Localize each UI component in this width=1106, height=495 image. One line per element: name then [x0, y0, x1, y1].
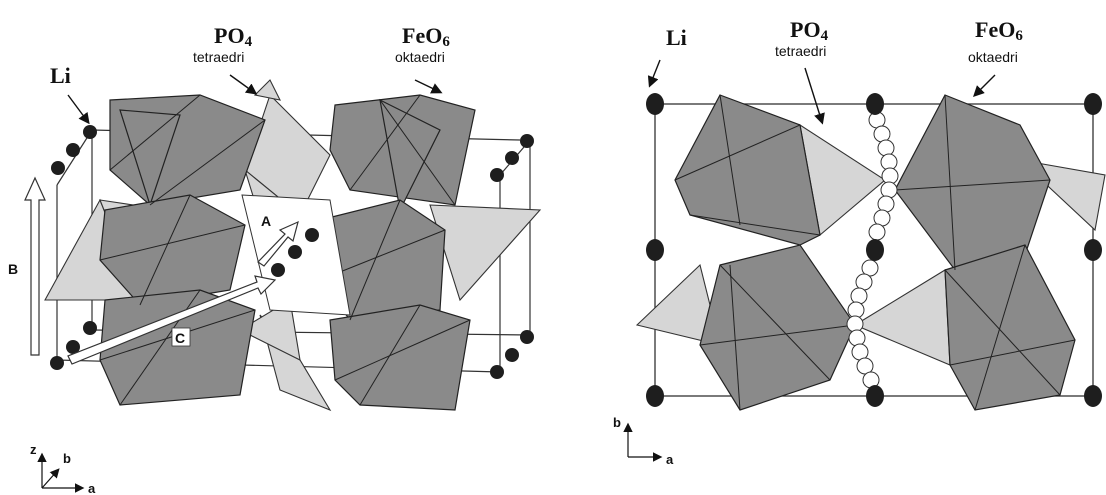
- axis-b-label: b: [63, 451, 71, 466]
- feo6-octahedron: [379, 98, 441, 212]
- li-atom: [271, 263, 285, 277]
- li-atom: [505, 151, 519, 165]
- li-atom: [50, 356, 64, 370]
- svg-text:FeO6: FeO6: [402, 23, 450, 50]
- feo6-octahedron: [894, 94, 1051, 271]
- svg-text:FeO6: FeO6: [975, 17, 1023, 44]
- arrow-a-label: A: [261, 213, 271, 229]
- left-panel: Li PO4 tetraedri FeO6 oktaedri B A C z b…: [8, 23, 542, 495]
- right-panel: Li PO4 tetraedri FeO6 oktaedri b a: [613, 17, 1106, 467]
- svg-text:PO4: PO4: [790, 17, 829, 44]
- li-atom: [51, 161, 65, 175]
- li-atom: [646, 93, 664, 115]
- arrow-b-label: B: [8, 261, 18, 277]
- li-atom: [866, 385, 884, 407]
- feo6-formula: FeO: [975, 17, 1015, 42]
- li-atom: [305, 228, 319, 242]
- svg-text:PO4: PO4: [214, 23, 253, 50]
- left-leader-arrows: [67, 74, 443, 125]
- arrow-c-label-box: [171, 327, 191, 347]
- feo6-octahedron: [119, 109, 181, 207]
- po4-subscript: 4: [821, 28, 829, 44]
- right-octahedra-edges: [674, 94, 1076, 411]
- right-tetrahedra: [635, 123, 1106, 366]
- feo6-octahedron: [944, 244, 1076, 411]
- li-label: Li: [666, 25, 687, 50]
- li-label: Li: [50, 63, 71, 88]
- arrow-b: [24, 176, 46, 356]
- po4-tetrahedron: [429, 204, 542, 302]
- left-octahedra-edges: [99, 94, 471, 406]
- li-atom: [505, 348, 519, 362]
- li-atom: [490, 365, 504, 379]
- arrow-a-label-box: [259, 212, 275, 228]
- axis-b-label: b: [613, 415, 621, 430]
- feo6-octahedron: [99, 289, 256, 406]
- li-atom: [866, 93, 884, 115]
- axis-z-label: z: [30, 442, 37, 457]
- li-atom: [646, 239, 664, 261]
- right-li-atoms: [646, 93, 1102, 407]
- li-atom: [83, 125, 97, 139]
- li-atom: [83, 321, 97, 335]
- po4-name-label: tetraedri: [775, 43, 826, 59]
- po4-tetrahedron: [238, 299, 301, 361]
- left-li-atoms: [50, 125, 534, 379]
- po4-formula: PO: [214, 23, 245, 48]
- right-leader-arrows: [647, 59, 996, 125]
- feo6-name-label: oktaedri: [968, 49, 1018, 65]
- feo6-octahedron: [329, 304, 471, 411]
- li-atom: [66, 340, 80, 354]
- li-atom: [1084, 239, 1102, 261]
- left-octahedra: [99, 94, 476, 411]
- li-atom: [520, 330, 534, 344]
- feo6-subscript: 6: [442, 34, 450, 50]
- feo6-subscript: 6: [1015, 28, 1023, 44]
- po4-tetrahedron: [253, 79, 281, 101]
- arrow-c-label: C: [175, 330, 185, 346]
- li-atom: [490, 168, 504, 182]
- feo6-formula: FeO: [402, 23, 442, 48]
- axis-a-label: a: [88, 481, 96, 495]
- li-atom: [866, 239, 884, 261]
- li-atom: [646, 385, 664, 407]
- li-atom: [1084, 93, 1102, 115]
- axis-a-label: a: [666, 452, 674, 467]
- right-li-diffusion-path: [846, 111, 899, 389]
- li-atom: [288, 245, 302, 259]
- feo6-name-label: oktaedri: [395, 49, 445, 65]
- right-axis-pair: [623, 422, 663, 462]
- po4-subscript: 4: [245, 34, 253, 50]
- arrow-c: [67, 275, 277, 365]
- po4-name-label: tetraedri: [193, 49, 244, 65]
- li-atom: [66, 143, 80, 157]
- li-atom: [520, 134, 534, 148]
- po4-formula: PO: [790, 17, 821, 42]
- left-axis-triad: [37, 452, 85, 493]
- li-atom: [1084, 385, 1102, 407]
- arrow-a: [257, 220, 299, 267]
